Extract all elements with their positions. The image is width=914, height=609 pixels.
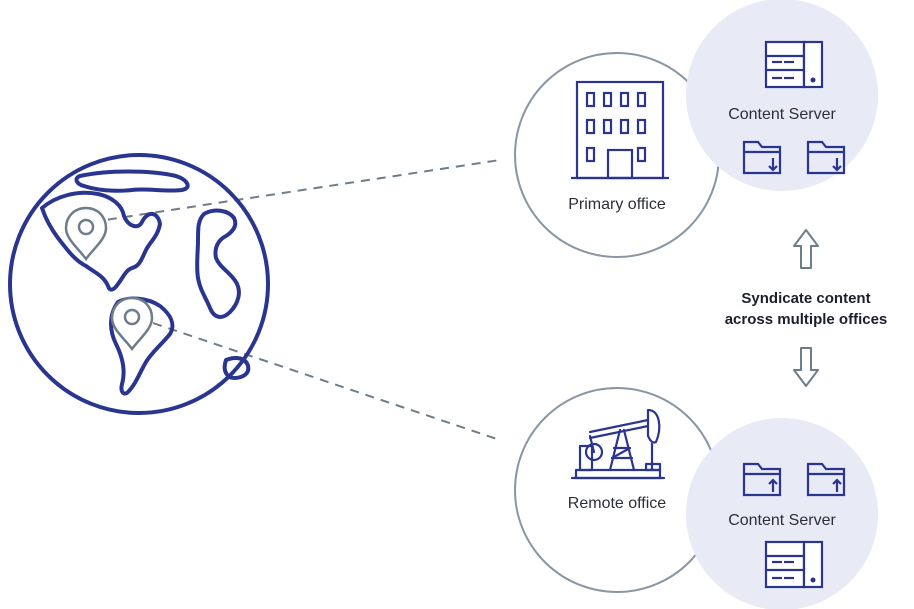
connector-primary [91, 159, 501, 223]
sync-caption-line-1: Syndicate content [741, 290, 871, 307]
server-icon [764, 40, 824, 89]
bottom-server-label: Content Server [728, 512, 836, 529]
connector-remote [137, 317, 501, 441]
arrow-down-icon [793, 347, 819, 387]
top-server-label: Content Server [728, 106, 836, 123]
map-pin-icon [64, 206, 108, 262]
oil-pump-icon [570, 408, 666, 480]
server-icon [764, 540, 824, 589]
folder-upload-icon [806, 462, 846, 497]
remote-office-label: Remote office [567, 495, 667, 512]
office-building-icon [571, 80, 669, 180]
arrow-up-icon [793, 229, 819, 269]
sync-caption: Syndicate content across multiple office… [700, 288, 912, 330]
primary-office-label: Primary office [568, 196, 666, 213]
map-pin-icon [110, 296, 154, 352]
top-server-circle [686, 0, 878, 191]
folder-download-icon [742, 140, 782, 175]
folder-upload-icon [742, 462, 782, 497]
bottom-server-circle [686, 418, 878, 609]
globe-icon [8, 153, 270, 415]
remote-office-circle [514, 387, 720, 593]
folder-download-icon [806, 140, 846, 175]
sync-caption-line-2: across multiple offices [724, 311, 888, 328]
